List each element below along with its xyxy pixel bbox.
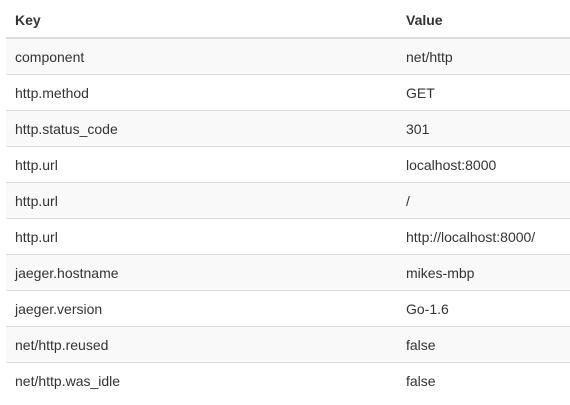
row-key: http.url (6, 182, 397, 219)
table-row: net/http.reused false (6, 326, 570, 363)
table-row: http.status_code 301 (6, 110, 570, 147)
row-key: jaeger.version (6, 290, 397, 327)
table-header: Key Value (6, 3, 570, 39)
row-key: net/http.was_idle (6, 362, 397, 398)
row-value: GET (397, 74, 570, 111)
row-value: net/http (397, 38, 570, 75)
row-key: component (6, 38, 397, 75)
row-key: http.url (6, 218, 397, 255)
tags-table: Key Value component net/http http.method… (6, 3, 570, 398)
row-value: / (397, 182, 570, 219)
row-key: net/http.reused (6, 326, 397, 363)
row-value: mikes-mbp (397, 254, 570, 291)
row-value: Go-1.6 (397, 290, 570, 327)
table-row: jaeger.version Go-1.6 (6, 290, 570, 327)
row-key: http.url (6, 146, 397, 183)
row-key: http.status_code (6, 110, 397, 147)
row-key: http.method (6, 74, 397, 111)
table-row: net/http.was_idle false (6, 362, 570, 398)
header-row: Key Value (6, 3, 570, 39)
value-column-header: Value (397, 3, 570, 39)
row-value: localhost:8000 (397, 146, 570, 183)
row-value: false (397, 362, 570, 398)
table-row: http.url localhost:8000 (6, 146, 570, 183)
row-value: 301 (397, 110, 570, 147)
row-value: false (397, 326, 570, 363)
table-row: jaeger.hostname mikes-mbp (6, 254, 570, 291)
row-value: http://localhost:8000/ (397, 218, 570, 255)
table-row: component net/http (6, 38, 570, 75)
table-body: component net/http http.method GET http.… (6, 38, 570, 398)
key-column-header: Key (6, 3, 397, 39)
row-key: jaeger.hostname (6, 254, 397, 291)
table-row: http.url / (6, 182, 570, 219)
table-row: http.method GET (6, 74, 570, 111)
table-row: http.url http://localhost:8000/ (6, 218, 570, 255)
